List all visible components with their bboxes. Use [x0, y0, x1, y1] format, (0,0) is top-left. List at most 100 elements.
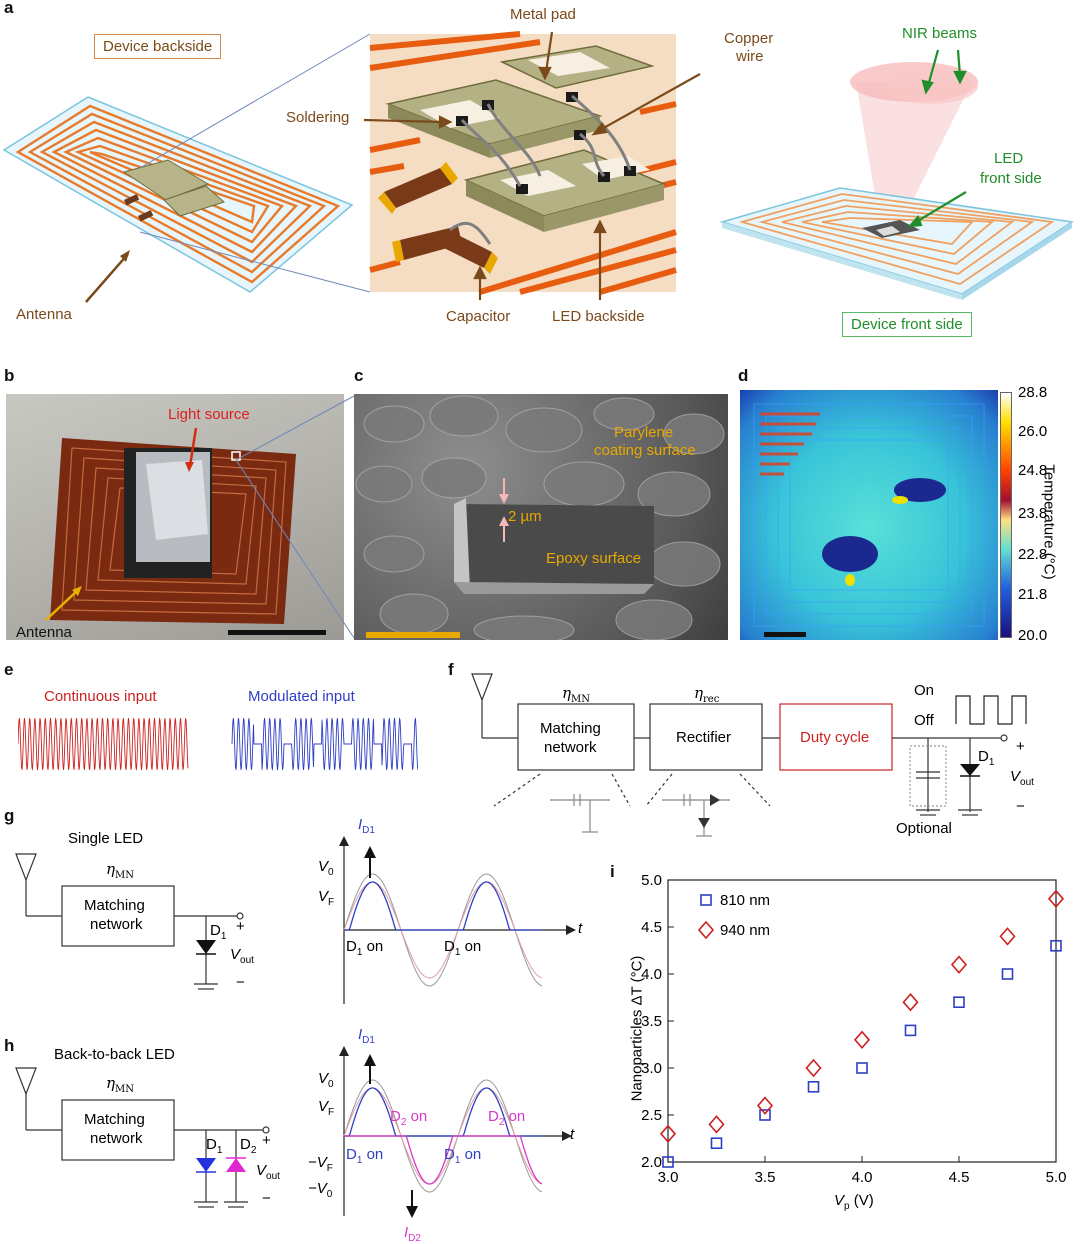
led-d2-symbol-h: [226, 1158, 246, 1172]
point-940nm: [659, 1124, 677, 1144]
x-axis-label: Vp (V): [834, 1192, 874, 1212]
h-led1-current: [344, 1087, 542, 1137]
eta-mn-g: ηMN: [106, 860, 134, 881]
antenna-symbol-g: [15, 853, 37, 882]
d1-label-g: D1: [210, 922, 227, 942]
device-backside-label: Device backside: [94, 34, 222, 59]
matching-label-2-g: network: [90, 916, 143, 933]
panel-f-circuit: [471, 673, 1027, 837]
metal-pad-label: Metal pad: [510, 6, 576, 23]
data-points: [659, 889, 1065, 1168]
point-810nm: [662, 1156, 674, 1168]
d2-on-label-h-2: D2 on: [488, 1108, 526, 1128]
point-810nm: [1050, 940, 1062, 952]
light-source-label: Light source: [168, 406, 250, 423]
minus-g: −: [236, 974, 245, 991]
led-front-label-1: LED: [994, 150, 1024, 167]
legend-marker-810nm: [700, 894, 712, 906]
panel-label-g: g: [4, 806, 15, 825]
antenna-symbol-f: [471, 673, 493, 702]
point-940nm: [853, 1030, 871, 1050]
h-source-sine: [343, 1079, 543, 1193]
plus-h: +: [262, 1132, 271, 1149]
matching-label-2-f: network: [544, 739, 597, 756]
legend-label-940nm: 940 nm: [720, 922, 770, 939]
point-810nm: [904, 1024, 917, 1037]
point-810nm: [953, 996, 965, 1008]
panel-label-i: i: [610, 862, 615, 881]
colorbar-tick-5: 21.8: [1018, 586, 1048, 603]
matching-label-1-h: Matching: [84, 1111, 145, 1128]
on-label: On: [914, 682, 935, 699]
point-810nm: [807, 1081, 820, 1093]
panel-label-b: b: [4, 366, 15, 385]
antenna-label-b: Antenna: [16, 624, 72, 641]
chip-left: [122, 159, 210, 201]
duty-cycle-block: [779, 703, 893, 771]
minus-f: −: [1016, 798, 1025, 815]
capacitor-label: Capacitor: [446, 308, 511, 325]
point-940nm: [756, 1096, 774, 1115]
thermal-image: [740, 390, 998, 640]
led-d1-symbol-h: [196, 1158, 216, 1172]
rectifier-block: [649, 703, 763, 771]
device-front-side-label: Device front side: [842, 312, 972, 337]
id1-label-g: ID1: [358, 816, 375, 836]
eta-mn-f: ηMN: [562, 684, 590, 705]
antenna-coil-right: [738, 193, 1055, 285]
capacitors: [378, 162, 498, 274]
panel-label-e: e: [4, 660, 14, 679]
colorbar-tick-2: 24.8: [1018, 462, 1048, 479]
parylene-label-1: Parylene: [614, 424, 674, 441]
y-axis-label: Nanoparticles ΔT (°C): [628, 955, 646, 1102]
minus-h: −: [262, 1190, 271, 1207]
colorbar-tick-6: 20.0: [1018, 627, 1048, 644]
t-label-g: t: [578, 920, 583, 937]
duty-cycle-label: Duty cycle: [800, 729, 870, 746]
id1-label-h: ID1: [358, 1026, 375, 1046]
duty-square-wave: [955, 695, 1027, 725]
panel-label-a: a: [4, 0, 14, 17]
off-label: Off: [914, 712, 934, 729]
d1-on-label-h-2: D1 on: [444, 1146, 482, 1166]
h-led2-current: [344, 1135, 543, 1185]
d1-label-f: D1: [978, 748, 995, 768]
scale-bar-d: [764, 632, 806, 637]
point-940nm: [902, 992, 919, 1012]
panel-label-h: h: [4, 1036, 15, 1055]
scale-bar-b: [228, 630, 326, 635]
epoxy-label: Epoxy surface: [546, 550, 642, 567]
point-940nm: [1047, 889, 1065, 909]
legend-marker-940nm: [697, 920, 715, 940]
point-810nm: [759, 1109, 771, 1121]
d1-on-label-g-1: D1 on: [346, 938, 384, 958]
id2-label-h: ID2: [404, 1224, 421, 1244]
colorbar-tick-3: 23.8: [1018, 505, 1048, 522]
x-tick-label: 3.0: [658, 1169, 679, 1186]
y-tick-label: 4.0: [641, 966, 662, 983]
point-940nm: [999, 927, 1016, 946]
matching-network-block-f: [517, 703, 635, 771]
device-photo: [6, 394, 344, 640]
led-front-label-2: front side: [980, 170, 1042, 187]
panel-h-waveform: [339, 1046, 572, 1218]
scale-bar-c: [366, 632, 460, 638]
nir-beams-label: NIR beams: [902, 25, 978, 42]
colorbar-tick-0: 28.8: [1018, 384, 1048, 401]
minus-v0-label-h: −V0: [308, 1180, 333, 1200]
vf-label-g: VF: [318, 888, 335, 908]
panel-h-circuit: [15, 1067, 270, 1208]
optional-capacitor-box: [909, 745, 947, 807]
y-ticks: 2.02.53.03.54.04.55.0: [641, 872, 674, 1171]
colorbar: [1000, 392, 1012, 638]
g-led-current: [344, 881, 542, 931]
antenna-coil-left: [15, 104, 341, 284]
single-led-title: Single LED: [68, 830, 144, 847]
g-source-sine: [343, 873, 543, 987]
point-810nm: [856, 1062, 868, 1074]
colorbar-tick-1: 26.0: [1018, 423, 1048, 440]
vf-label-h: VF: [318, 1098, 335, 1118]
point-940nm: [950, 955, 968, 974]
